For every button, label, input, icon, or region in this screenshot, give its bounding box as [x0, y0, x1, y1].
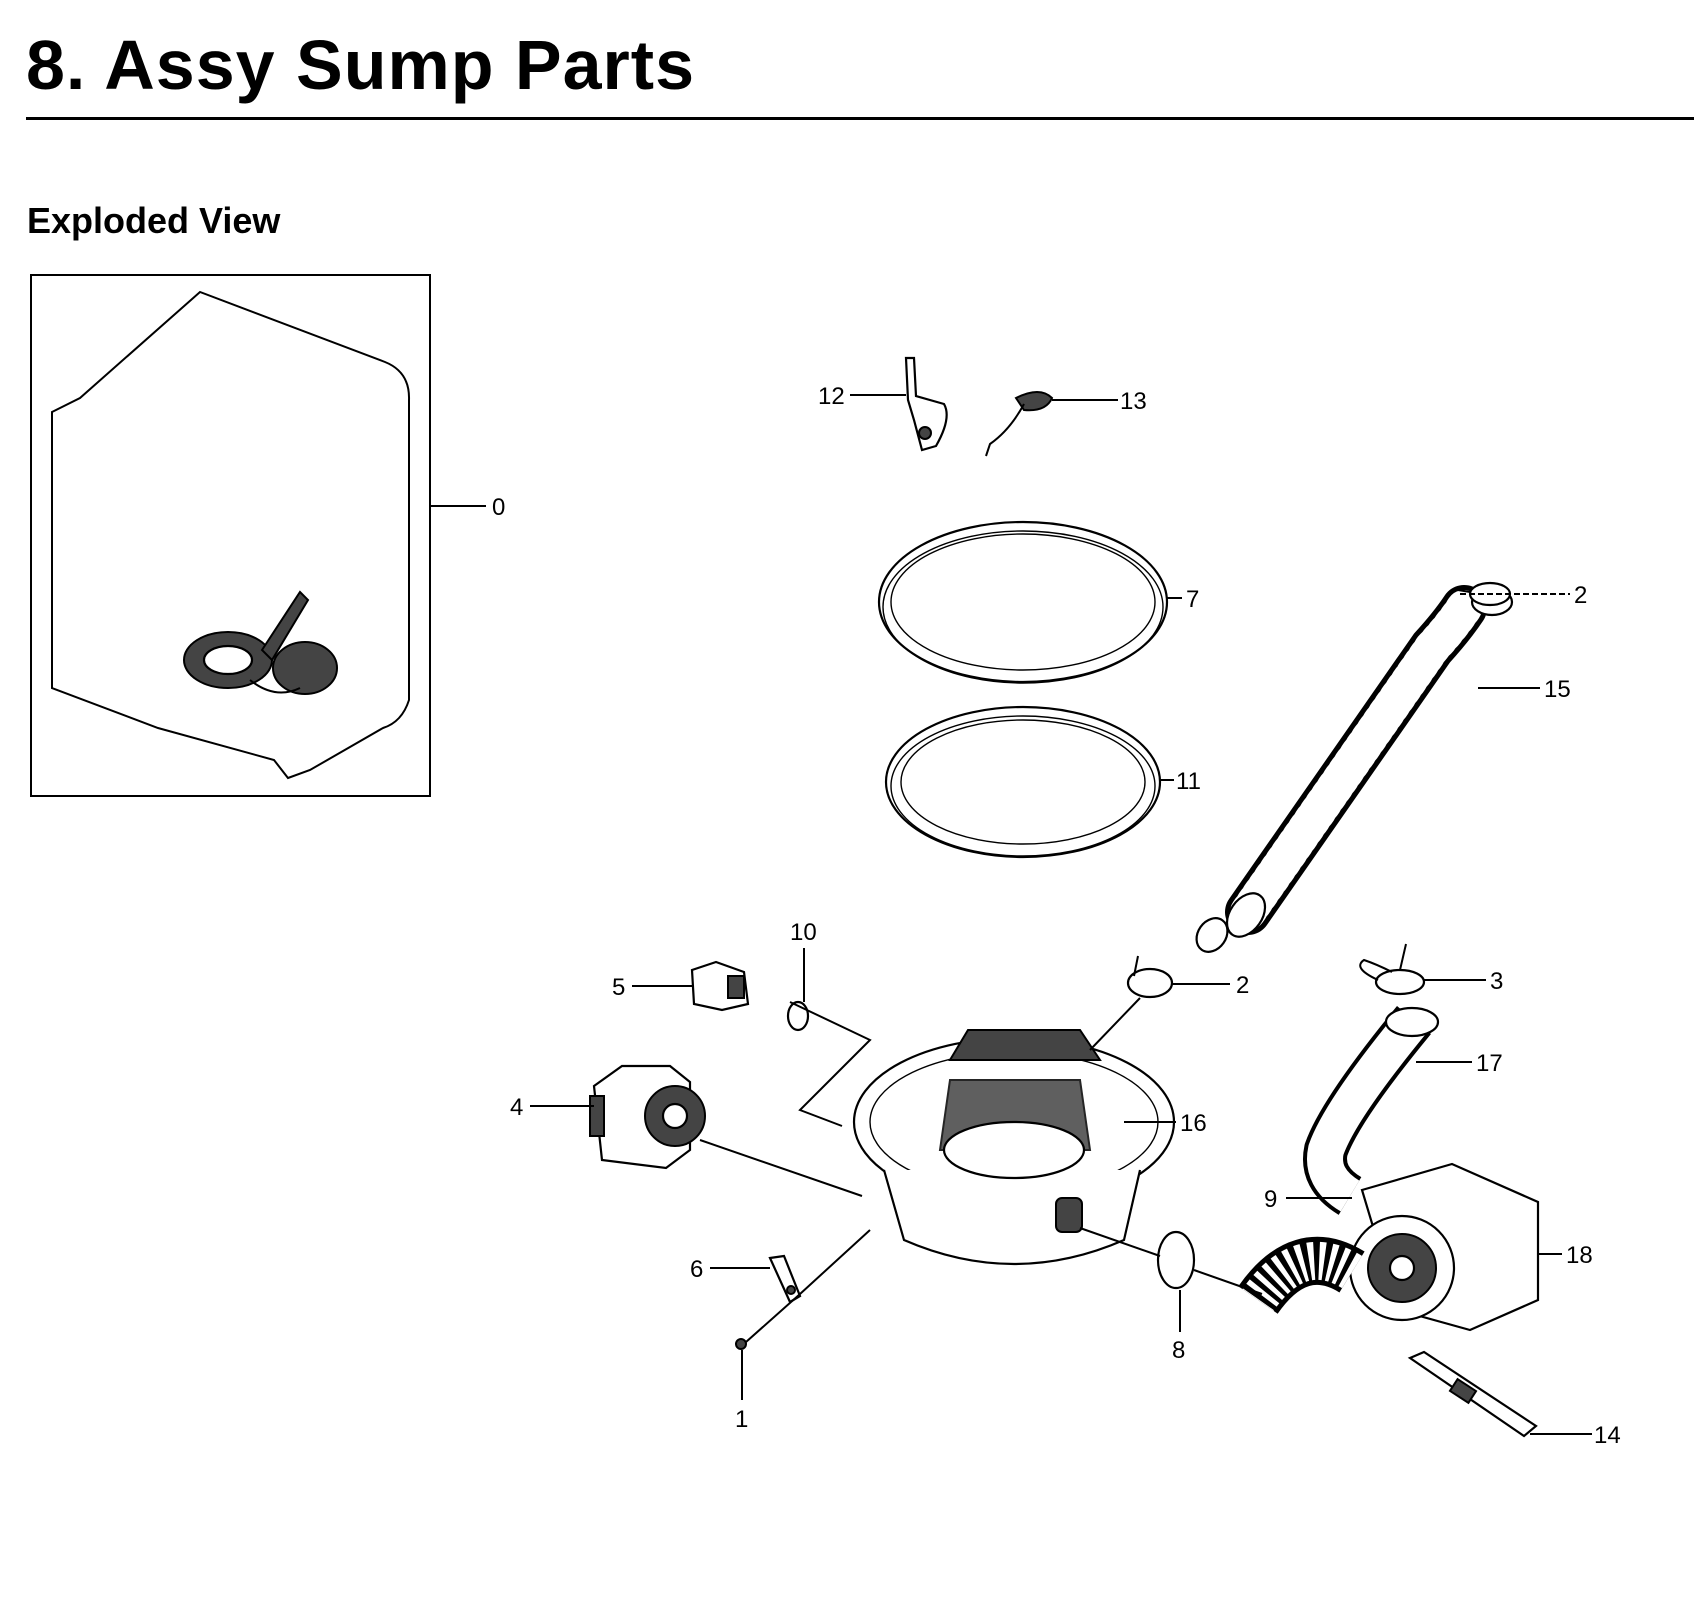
inset-frame	[30, 274, 431, 797]
callout-15: 15	[1544, 676, 1571, 703]
callout-4: 4	[510, 1094, 523, 1121]
part-9-hose	[1238, 1236, 1365, 1315]
part-14-heater-connector	[1407, 1350, 1538, 1438]
overview-inset	[30, 274, 431, 797]
callout-11: 11	[1176, 768, 1201, 795]
callout-17: 17	[1476, 1050, 1503, 1077]
part-4-pump	[589, 1064, 706, 1170]
part-3-spring-clamp	[1359, 943, 1426, 996]
part-8-clamp	[1156, 1230, 1196, 1290]
callout-13: 13	[1120, 388, 1147, 415]
leader-lines	[430, 394, 1592, 1435]
part-7-gasket-ring	[877, 520, 1169, 684]
part-13-sensor-wire	[985, 391, 1054, 457]
callout-labels: 0 1 2 2 3 4 5 6 7 8 9 10 11 12 13 14 15 …	[492, 383, 1621, 1449]
part-5-sensor	[690, 960, 750, 1012]
part-12-bracket	[904, 356, 948, 452]
callout-8: 8	[1172, 1337, 1185, 1364]
dishwasher-outline	[51, 290, 411, 780]
part-1-screw	[735, 1338, 747, 1350]
part-11-seal-ring	[884, 705, 1162, 859]
assembly-lines	[699, 997, 1263, 1343]
callout-1: 1	[735, 1406, 748, 1433]
callout-0: 0	[492, 494, 505, 521]
page-title: 8. Assy Sump Parts	[26, 26, 696, 104]
part-16-sump-housing	[852, 1029, 1176, 1266]
callout-10: 10	[790, 919, 817, 946]
callout-3: 3	[1490, 968, 1503, 995]
callout-14: 14	[1594, 1422, 1621, 1449]
inset-sump-assembly	[183, 590, 338, 695]
callout-5: 5	[612, 974, 625, 1001]
section-subtitle: Exploded View	[27, 200, 281, 241]
part-6-bracket	[768, 1254, 802, 1304]
part-17-hose	[1303, 1006, 1440, 1215]
callout-6: 6	[690, 1256, 703, 1283]
callout-2-lower: 2	[1236, 972, 1249, 999]
callout-12: 12	[818, 383, 845, 410]
callout-9: 9	[1264, 1186, 1277, 1213]
part-2-hose-clamp-lower	[1126, 955, 1174, 999]
callout-2-upper: 2	[1574, 582, 1587, 609]
callout-16: 16	[1180, 1110, 1207, 1137]
part-15-drain-hose	[1195, 585, 1514, 953]
part-18-pump-motor	[1348, 1162, 1540, 1332]
callout-7: 7	[1186, 586, 1199, 613]
callout-18: 18	[1566, 1242, 1593, 1269]
title-underline	[26, 117, 1694, 120]
